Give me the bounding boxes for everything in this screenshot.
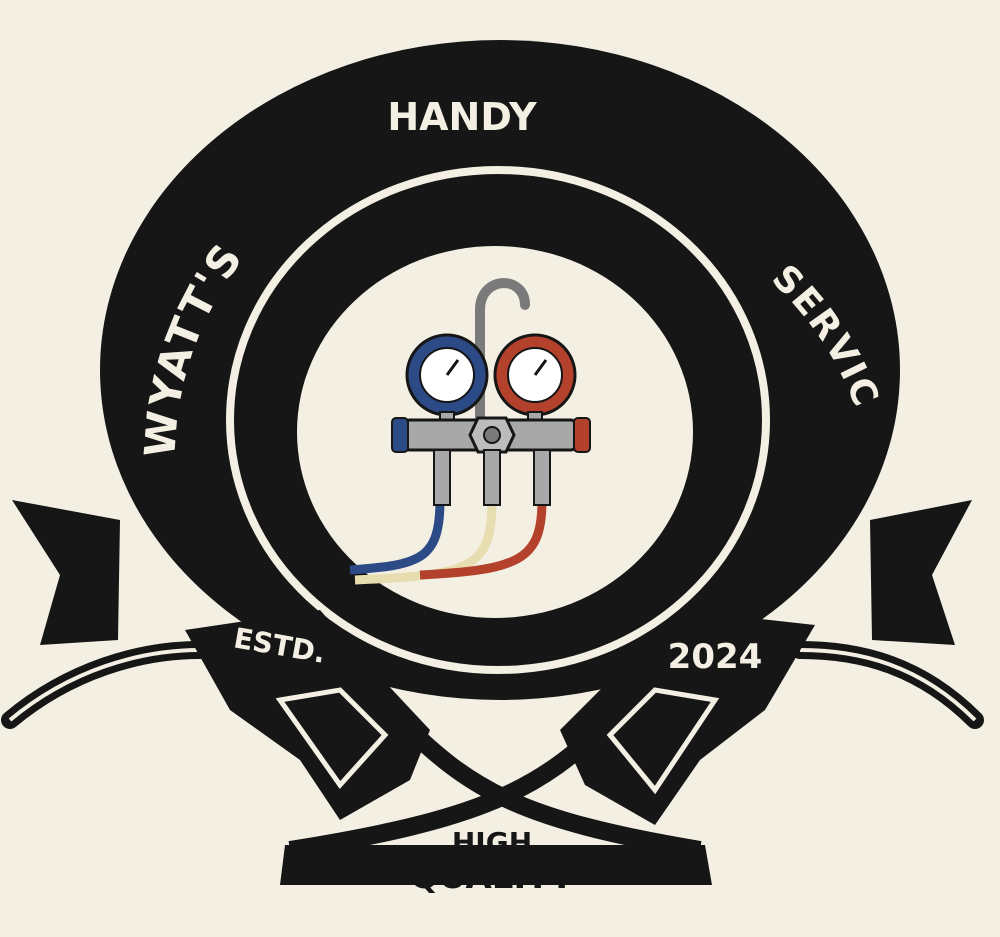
- ribbon-right: [870, 500, 972, 645]
- ring-separator: [226, 166, 770, 674]
- ac-manifold-gauge-icon: [349, 278, 591, 585]
- fuel-nozzle-icon: [560, 610, 984, 825]
- ribbon-left: [12, 500, 120, 645]
- established-year: 2024: [668, 637, 763, 677]
- tagline-bottom: QUALITY: [410, 857, 574, 897]
- hose-base: [280, 845, 712, 885]
- top-word-label: HANDY: [387, 95, 537, 139]
- tagline-top: HIGH: [452, 826, 532, 859]
- fuel-nozzle-icon: [1, 610, 430, 820]
